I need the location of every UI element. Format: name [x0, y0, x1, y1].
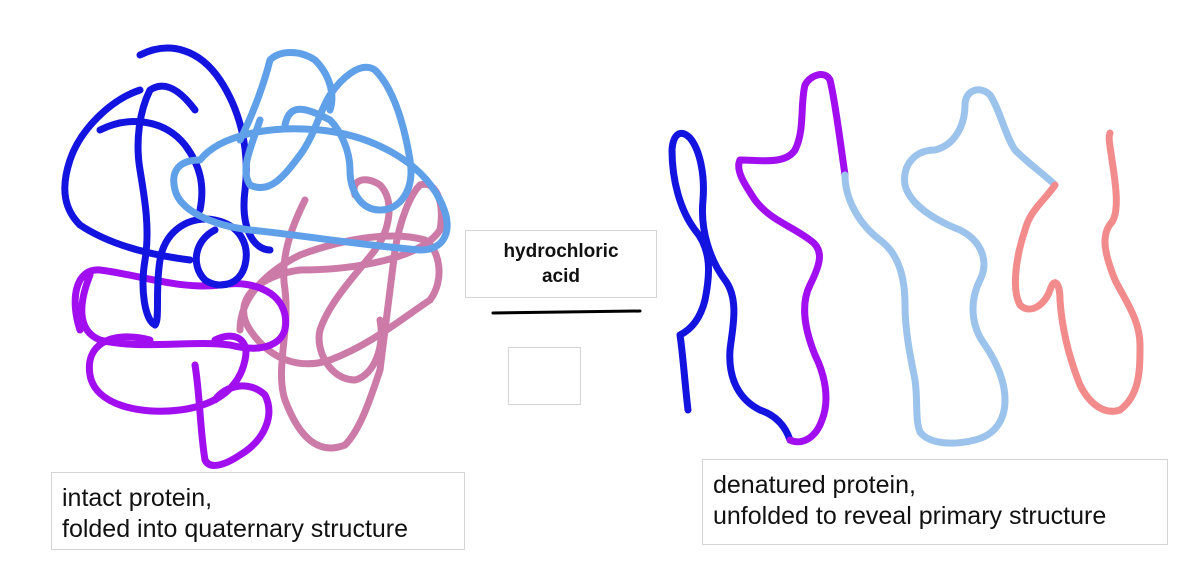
- unfolded-chain-blue: [668, 129, 794, 444]
- intact-protein-caption: intact protein, folded into quaternary s…: [51, 472, 465, 550]
- intact-protein: [61, 44, 451, 469]
- folded-chain-light-blue: [170, 49, 451, 254]
- reagent-label-line2: acid: [541, 266, 581, 287]
- unfolded-chain-purple: [735, 71, 849, 446]
- reagent-label-line1: hydrochloric: [503, 241, 619, 262]
- empty-answer-box: [508, 347, 581, 405]
- folded-chain-mauve: [236, 180, 445, 452]
- denatured-caption-line1: denatured protein,: [713, 471, 916, 499]
- reaction-arrow: [491, 309, 642, 315]
- folded-chain-blue: [61, 44, 274, 329]
- unfolded-chain-salmon: [1012, 129, 1144, 415]
- denatured-caption-line2: unfolded to reveal primary structure: [713, 502, 1107, 530]
- reagent-label-box: hydrochloric acid: [465, 230, 657, 298]
- intact-caption-line2: folded into quaternary structure: [62, 515, 409, 543]
- unfolded-chain-pale-blue: [841, 86, 1059, 447]
- denatured-protein: [668, 71, 1144, 447]
- denatured-protein-caption: denatured protein, unfolded to reveal pr…: [702, 459, 1168, 545]
- folded-chain-purple: [71, 266, 290, 469]
- intact-caption-line1: intact protein,: [62, 484, 213, 512]
- folded-chain-mauve-2: [315, 176, 393, 384]
